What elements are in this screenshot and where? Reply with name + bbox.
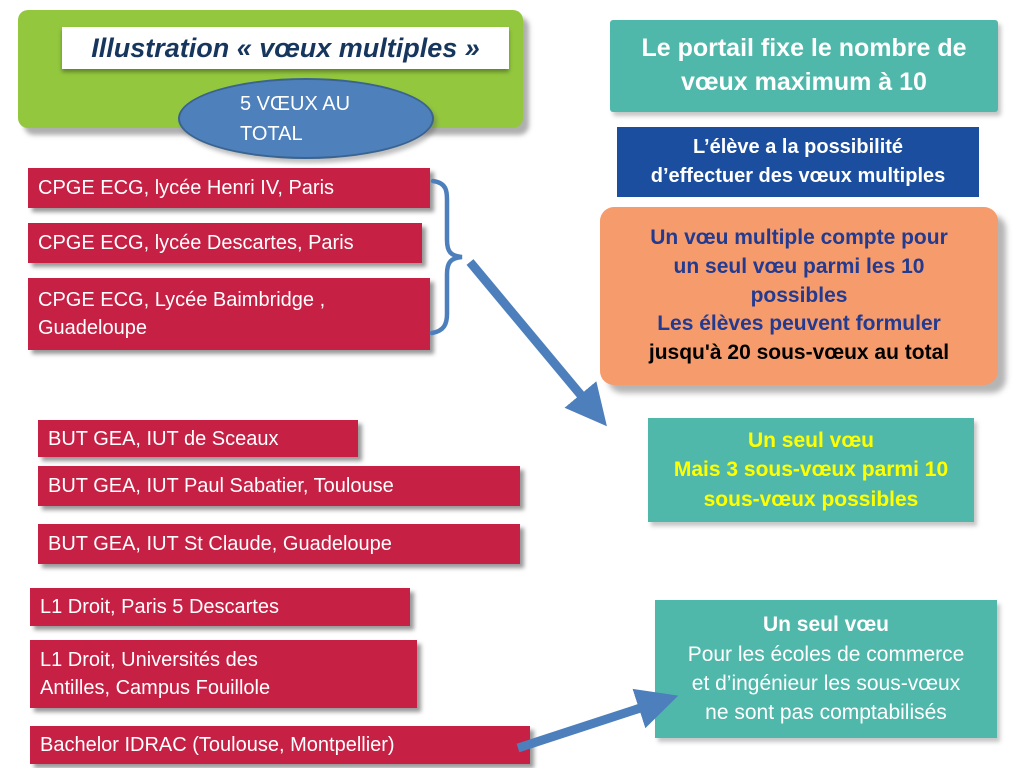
multiple-rule-line2: Les élèves peuvent formuler — [657, 312, 941, 336]
total-votes-ellipse: 5 VŒUX AU TOTAL — [178, 78, 434, 159]
wish-cpge-baimbridge: CPGE ECG, Lycée Baimbridge , Guadeloupe — [28, 278, 430, 350]
multiple-rule-line3: jusqu'à 20 sous-vœux au total — [648, 341, 950, 365]
total-votes-label: 5 VŒUX AU TOTAL — [240, 92, 351, 145]
wish-l1-droit-paris: L1 Droit, Paris 5 Descartes — [30, 588, 410, 626]
single-voeu-subwishes-body: Mais 3 sous-vœux parmi 10 sous-vœux poss… — [673, 458, 949, 511]
wish-cpge-descartes: CPGE ECG, lycée Descartes, Paris — [28, 223, 422, 263]
title-strip: Illustration « vœux multiples » — [62, 27, 509, 69]
wish-but-st-claude: BUT GEA, IUT St Claude, Guadeloupe — [38, 524, 520, 564]
wish-l1-droit-antilles: L1 Droit, Universités des Antilles, Camp… — [30, 640, 417, 708]
multiple-voeu-rule-box: Un vœu multiple compte pour un seul vœu … — [600, 207, 998, 385]
single-voeu-no-subwishes-box: Un seul vœu Pour les écoles de commerce … — [655, 600, 997, 738]
portal-max-voeux-text: Le portail fixe le nombre de vœux maximu… — [641, 34, 967, 96]
page-title: Illustration « vœux multiples » — [91, 32, 480, 63]
single-voeu-subwishes-box: Un seul vœu Mais 3 sous-vœux parmi 10 so… — [648, 418, 974, 522]
possibility-text: L’élève a la possibilité d’effectuer des… — [650, 136, 946, 187]
multiple-rule-line1: Un vœu multiple compte pour un seul vœu … — [650, 225, 948, 307]
possibility-box: L’élève a la possibilité d’effectuer des… — [617, 127, 979, 197]
brace-cpge-group — [429, 178, 463, 336]
single-voeu-no-subwishes-title: Un seul vœu — [762, 613, 889, 637]
single-voeu-subwishes-title: Un seul vœu — [747, 428, 874, 452]
wish-but-paul-sabatier: BUT GEA, IUT Paul Sabatier, Toulouse — [38, 466, 520, 506]
wish-cpge-henri-iv: CPGE ECG, lycée Henri IV, Paris — [28, 168, 430, 208]
arrow-to-ecoles-box — [516, 688, 679, 753]
portal-max-voeux-box: Le portail fixe le nombre de vœux maximu… — [610, 20, 998, 112]
arrow-to-sous-voeux-box — [466, 259, 607, 427]
wish-but-sceaux: BUT GEA, IUT de Sceaux — [38, 420, 358, 457]
wish-bachelor-idrac: Bachelor IDRAC (Toulouse, Montpellier) — [30, 726, 530, 764]
single-voeu-no-subwishes-body: Pour les écoles de commerce et d’ingénie… — [687, 642, 965, 725]
